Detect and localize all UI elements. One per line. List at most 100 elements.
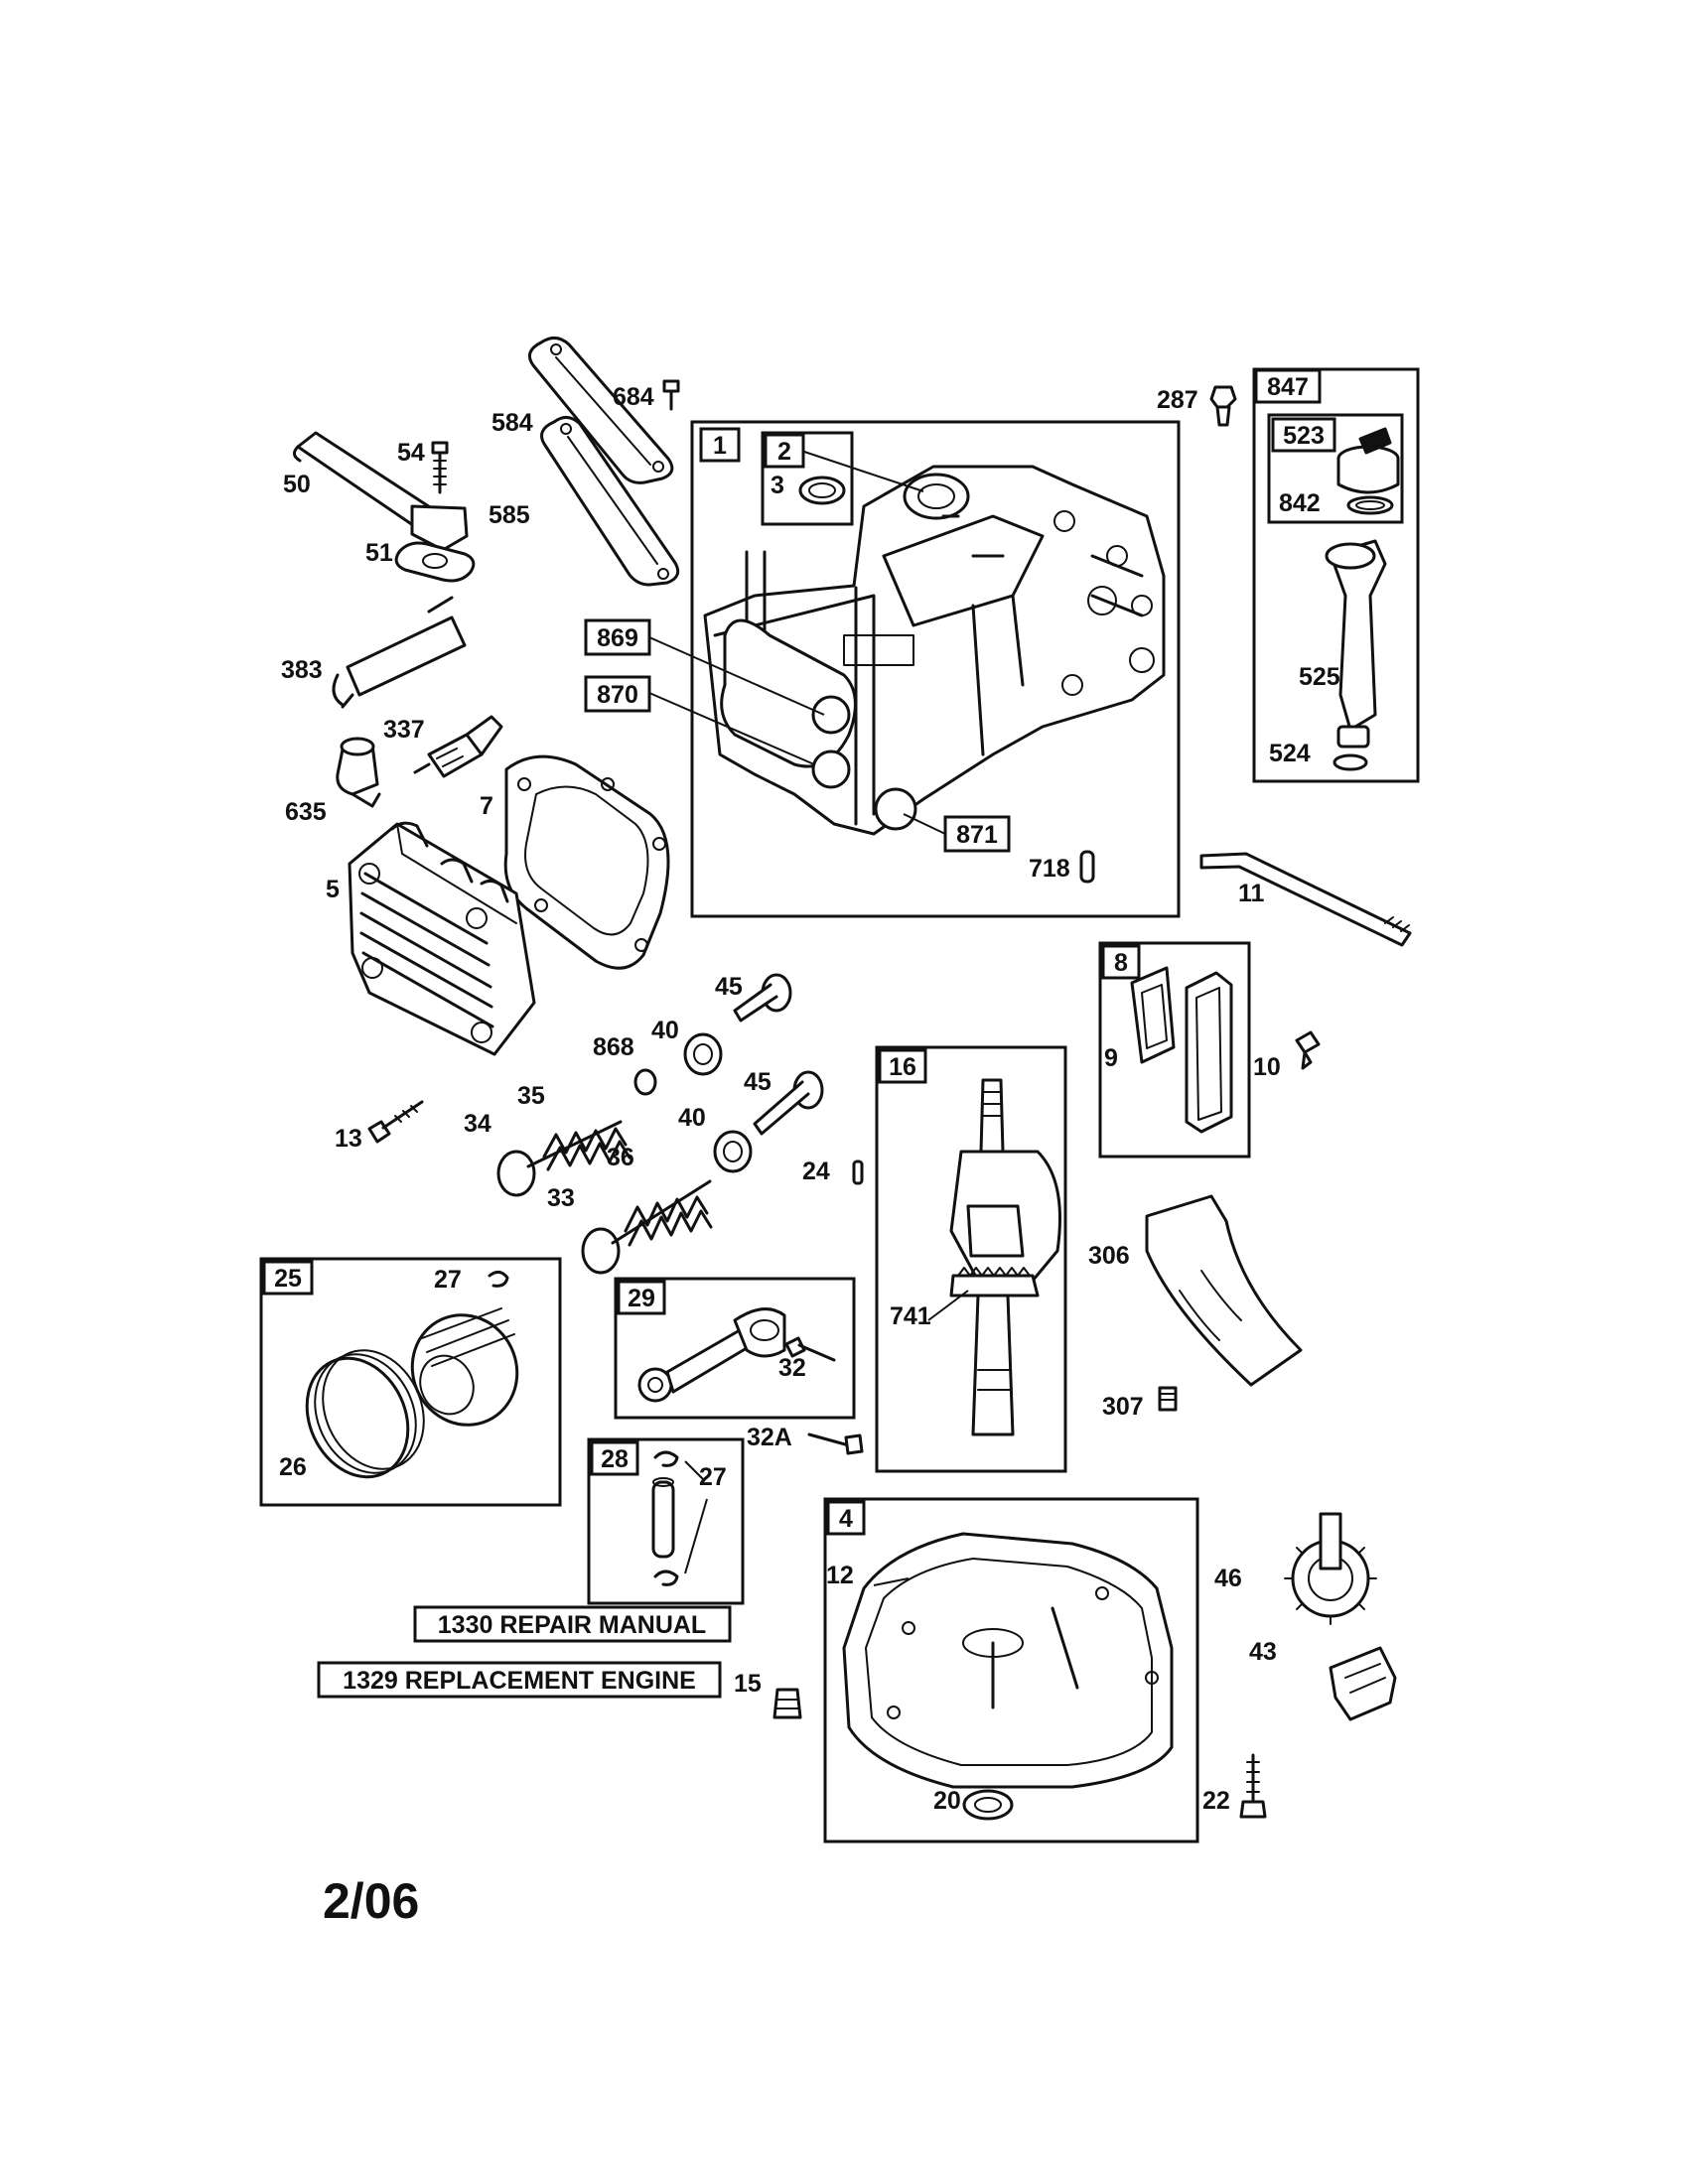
callout-20: 20 <box>933 1787 961 1815</box>
frame-valve-cover <box>761 431 854 526</box>
callout-labels: 50 54 51 584 585 684 383 337 635 7 5 3 7… <box>279 383 1340 1815</box>
frame-connecting-rod <box>614 1277 856 1420</box>
callout-36: 36 <box>607 1144 634 1171</box>
sump-4 <box>842 1532 1174 1789</box>
plug-15 <box>772 1688 802 1719</box>
callout-523: 523 <box>1283 422 1325 450</box>
callout-54: 54 <box>397 439 425 467</box>
callout-40-lower: 40 <box>678 1104 706 1132</box>
callout-337: 337 <box>383 716 425 744</box>
revision-date: 2/06 <box>323 1873 419 1929</box>
tag-29: 29 <box>617 1280 666 1315</box>
frame-dipstick-cap <box>1267 413 1404 524</box>
tag-870: 870 <box>584 675 651 713</box>
callout-584: 584 <box>491 409 533 437</box>
valve-34 <box>496 1120 623 1197</box>
valve-seal-868 <box>633 1068 657 1096</box>
callout-13: 13 <box>335 1125 362 1153</box>
cylinder-block-1 <box>703 465 1166 836</box>
frame-sump <box>823 1497 1199 1843</box>
callout-842: 842 <box>1279 489 1321 517</box>
callout-32: 32 <box>778 1354 806 1382</box>
callout-45-lower: 45 <box>744 1068 772 1096</box>
valve-spring-36 <box>624 1195 713 1247</box>
breather-cover <box>1185 971 1233 1134</box>
o-ring-842 <box>1346 495 1394 515</box>
frame-cylinder-assembly <box>690 420 1181 918</box>
callout-12: 12 <box>826 1562 854 1589</box>
circlip-27-bottom <box>653 1570 679 1586</box>
callout-22: 22 <box>1202 1787 1230 1815</box>
callout-5: 5 <box>326 876 340 903</box>
callout-29: 29 <box>628 1285 655 1312</box>
oil-seal-3 <box>798 476 846 505</box>
callout-3: 3 <box>771 472 784 499</box>
dowel-pin-718 <box>1079 850 1095 884</box>
gasket-585 <box>540 416 680 587</box>
circlip-27-top <box>653 1450 679 1467</box>
repair-manual-note: 1330 REPAIR MANUAL <box>413 1605 732 1643</box>
callout-46: 46 <box>1214 1565 1242 1592</box>
breather-gasket-9 <box>1130 966 1176 1064</box>
callout-868: 868 <box>593 1033 634 1061</box>
callout-45-upper: 45 <box>715 973 743 1001</box>
callout-16: 16 <box>889 1053 916 1081</box>
valve-33 <box>581 1179 712 1275</box>
fitting-287 <box>1209 385 1237 427</box>
callout-24: 24 <box>802 1158 830 1185</box>
callout-870: 870 <box>597 681 638 709</box>
valve-spring-35 <box>542 1127 632 1171</box>
callout-11: 11 <box>1238 880 1265 907</box>
gasket-584 <box>527 337 674 484</box>
callout-50: 50 <box>283 471 311 498</box>
frame-piston <box>259 1257 562 1507</box>
frame-crankshaft <box>875 1045 1067 1473</box>
spark-plug-337 <box>413 715 503 778</box>
tag-1: 1 <box>699 427 741 463</box>
callout-7: 7 <box>480 792 493 820</box>
callout-26: 26 <box>279 1453 307 1481</box>
callout-684: 684 <box>613 383 654 411</box>
repair-manual-label: 1330 REPAIR MANUAL <box>438 1611 706 1639</box>
callout-585: 585 <box>489 501 530 529</box>
piston-25 <box>410 1307 519 1427</box>
tag-4: 4 <box>826 1500 866 1536</box>
callout-306: 306 <box>1088 1242 1130 1270</box>
pin-24 <box>852 1160 864 1185</box>
tag-2: 2 <box>764 433 805 469</box>
frame-breather <box>1098 941 1251 1159</box>
callout-40-upper: 40 <box>651 1017 679 1044</box>
callout-524: 524 <box>1269 740 1311 767</box>
bolt-32a <box>807 1433 864 1455</box>
bolt-54 <box>431 441 449 494</box>
callout-51: 51 <box>365 539 393 567</box>
dipstick-11 <box>1199 852 1412 947</box>
callout-383: 383 <box>281 656 323 684</box>
frame-piston-pin <box>587 1437 745 1605</box>
replacement-engine-note: 1329 REPLACEMENT ENGINE <box>317 1661 722 1699</box>
callout-27-piston: 27 <box>434 1266 462 1294</box>
spark-plug-boot-635 <box>336 737 381 808</box>
callout-10: 10 <box>1253 1053 1281 1081</box>
callout-847: 847 <box>1267 373 1309 401</box>
callout-25: 25 <box>274 1265 302 1293</box>
callout-869: 869 <box>597 624 638 652</box>
callout-525: 525 <box>1299 663 1340 691</box>
callout-32a: 32A <box>747 1424 792 1451</box>
connecting-rod-29 <box>637 1307 786 1403</box>
screw-10 <box>1295 1030 1321 1070</box>
callout-34: 34 <box>464 1110 491 1138</box>
valve-45-upper <box>733 973 792 1023</box>
dipstick-tube-525 <box>1325 539 1387 749</box>
callout-287: 287 <box>1157 386 1198 414</box>
callout-307: 307 <box>1102 1393 1144 1421</box>
tag-16: 16 <box>878 1048 927 1084</box>
tag-871: 871 <box>943 815 1011 853</box>
callout-35: 35 <box>517 1082 545 1110</box>
callout-9: 9 <box>1104 1044 1118 1072</box>
callout-27-pin: 27 <box>699 1463 727 1491</box>
o-ring-524 <box>1333 753 1368 771</box>
valve-keeper-40-upper <box>683 1032 723 1076</box>
circlip-27-piston <box>488 1271 509 1288</box>
